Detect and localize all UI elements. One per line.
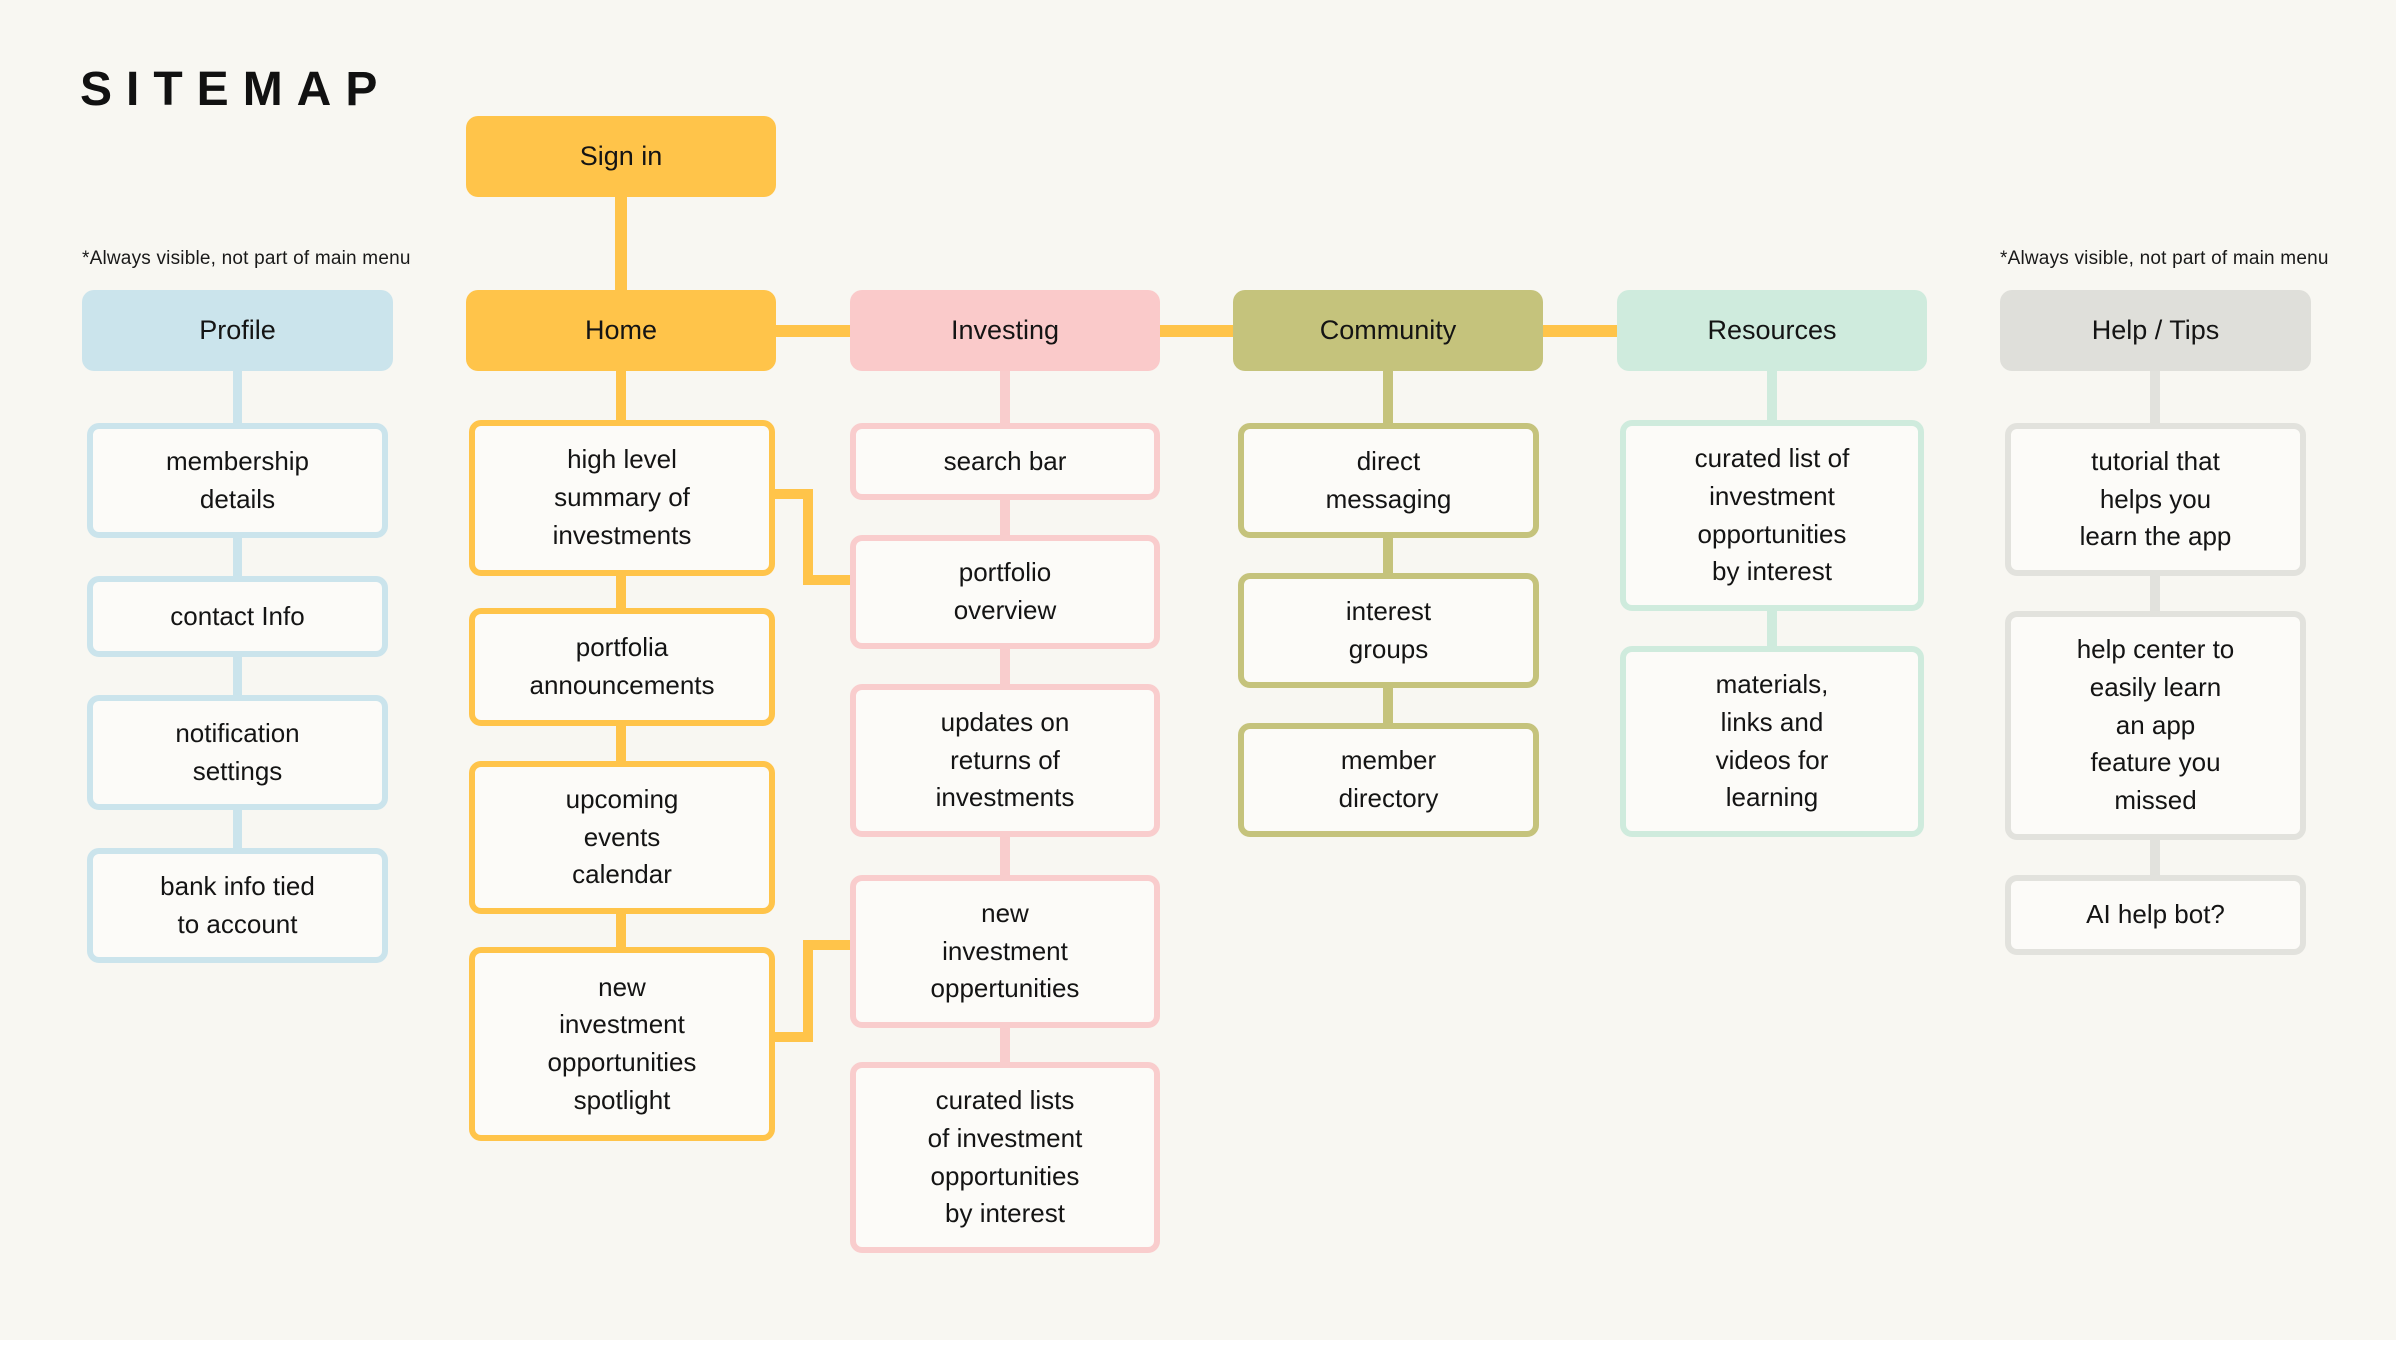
edge-summary-portfolio-c bbox=[803, 575, 850, 585]
edge-help-1 bbox=[2150, 371, 2160, 423]
edge-profile-2 bbox=[233, 538, 242, 576]
edge-resources-1 bbox=[1767, 371, 1777, 420]
node-curated-lists-by-interest: curated lists of investment opportunitie… bbox=[850, 1062, 1160, 1253]
node-help-center: help center to easily learn an app featu… bbox=[2005, 611, 2306, 840]
edge-investing-3 bbox=[1000, 649, 1010, 684]
node-upcoming-events-calendar: upcoming events calendar bbox=[469, 761, 775, 914]
node-high-level-summary: high level summary of investments bbox=[469, 420, 775, 576]
edge-home-3 bbox=[616, 726, 626, 761]
node-updates-returns: updates on returns of investments bbox=[850, 684, 1160, 837]
node-tutorial: tutorial that helps you learn the app bbox=[2005, 423, 2306, 576]
edge-home-4 bbox=[616, 914, 626, 947]
node-resources: Resources bbox=[1617, 290, 1927, 371]
node-direct-messaging: direct messaging bbox=[1238, 423, 1539, 538]
node-community: Community bbox=[1233, 290, 1543, 371]
edge-community-resources bbox=[1543, 325, 1617, 337]
edge-profile-4 bbox=[233, 810, 242, 848]
edge-investing-2 bbox=[1000, 500, 1010, 535]
edge-help-3 bbox=[2150, 840, 2160, 875]
edge-community-2 bbox=[1383, 538, 1393, 573]
edge-sign-in-home bbox=[615, 197, 627, 290]
node-contact-info: contact Info bbox=[87, 576, 388, 657]
page-title: SITEMAP bbox=[80, 63, 392, 116]
note-always-visible-left: *Always visible, not part of main menu bbox=[82, 248, 411, 269]
node-search-bar: search bar bbox=[850, 423, 1160, 500]
node-bank-info: bank info tied to account bbox=[87, 848, 388, 963]
node-portfolio-overview: portfolio overview bbox=[850, 535, 1160, 649]
node-membership-details: membership details bbox=[87, 423, 388, 538]
edge-spotlight-newinv-c bbox=[803, 940, 850, 950]
edge-home-2 bbox=[616, 576, 626, 608]
edge-resources-2 bbox=[1767, 611, 1777, 646]
edge-investing-1 bbox=[1000, 371, 1010, 423]
node-member-directory: member directory bbox=[1238, 723, 1539, 837]
node-home: Home bbox=[466, 290, 776, 371]
edge-investing-4 bbox=[1000, 837, 1010, 875]
edge-home-investing bbox=[776, 325, 850, 337]
edge-community-1 bbox=[1383, 371, 1393, 423]
node-notification-settings: notification settings bbox=[87, 695, 388, 810]
node-new-investment-oppertunities: new investment oppertunities bbox=[850, 875, 1160, 1028]
node-sign-in: Sign in bbox=[466, 116, 776, 197]
node-interest-groups: interest groups bbox=[1238, 573, 1539, 688]
edge-home-1 bbox=[616, 371, 626, 420]
node-new-investment-spotlight: new investment opportunities spotlight bbox=[469, 947, 775, 1141]
node-curated-list-by-interest: curated list of investment opportunities… bbox=[1620, 420, 1924, 611]
node-help-tips: Help / Tips bbox=[2000, 290, 2311, 371]
node-ai-help-bot: AI help bot? bbox=[2005, 875, 2306, 955]
edge-community-3 bbox=[1383, 688, 1393, 723]
edge-summary-portfolio-a bbox=[775, 489, 813, 499]
edge-spotlight-newinv-b bbox=[803, 940, 813, 1042]
edge-spotlight-newinv-a bbox=[775, 1032, 813, 1042]
node-materials-links-videos: materials, links and videos for learning bbox=[1620, 646, 1924, 837]
node-portfolia-announcements: portfolia announcements bbox=[469, 608, 775, 726]
edge-summary-portfolio-b bbox=[803, 489, 813, 585]
edge-profile-3 bbox=[233, 657, 242, 695]
edge-investing-community bbox=[1160, 325, 1233, 337]
node-investing: Investing bbox=[850, 290, 1160, 371]
bottom-edge bbox=[0, 1340, 2396, 1348]
edge-investing-5 bbox=[1000, 1028, 1010, 1062]
edge-help-2 bbox=[2150, 576, 2160, 611]
node-profile: Profile bbox=[82, 290, 393, 371]
edge-profile-1 bbox=[233, 371, 242, 423]
note-always-visible-right: *Always visible, not part of main menu bbox=[2000, 248, 2329, 269]
